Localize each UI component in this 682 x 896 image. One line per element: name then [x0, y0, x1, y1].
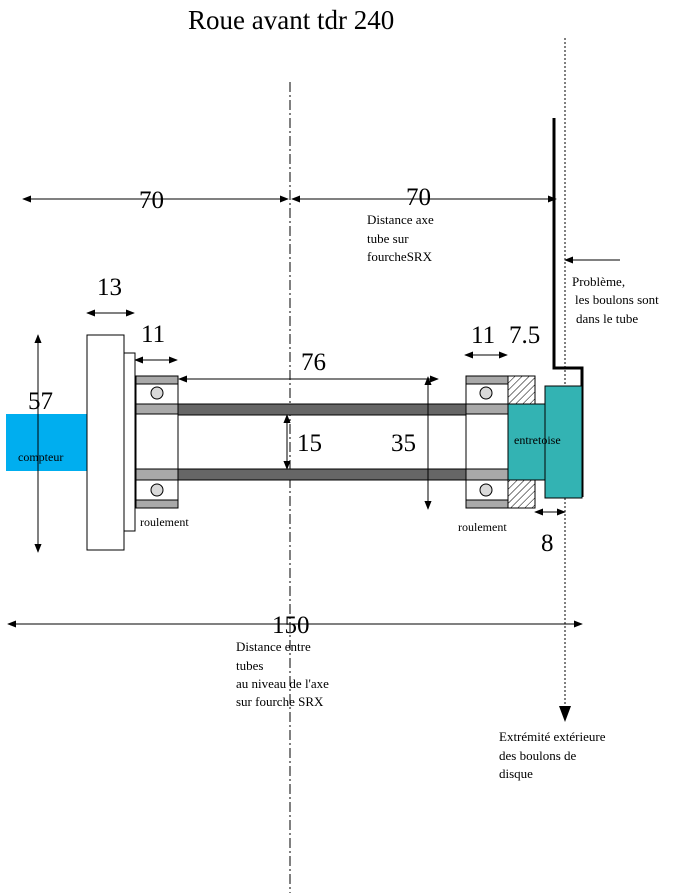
roulement-right-label: roulement: [458, 520, 507, 534]
dim-13-label: 13: [97, 274, 122, 301]
dim-76-label: 76: [301, 349, 326, 376]
hub-flange: [86, 334, 125, 551]
note-distance-axe-line-1: Distance axe: [367, 212, 434, 227]
note-distance-axe-line-3: fourcheSRX: [367, 249, 433, 264]
note-extremite-line-3: disque: [499, 766, 533, 781]
bearing-ball-icon: [479, 386, 493, 400]
note-distance-entre-line-4: sur fourche SRX: [236, 694, 324, 709]
note-extremite-line-1: Extrémité extérieure: [499, 729, 606, 744]
bearing-ball-icon: [479, 483, 493, 497]
note-extremite: Extrémité extérieure des boulons de disq…: [499, 729, 609, 781]
note-probleme: Problème, les boulons sont dans le tube: [572, 274, 662, 326]
seal-bottom: [507, 479, 536, 509]
roulement-left-label: roulement: [140, 515, 189, 529]
bearing-left: [135, 375, 179, 509]
dim-8-label: 8: [541, 530, 554, 557]
dim-70-left-label: 70: [139, 187, 164, 214]
note-distance-entre-line-3: au niveau de l'axe: [236, 676, 329, 691]
dim-11-left-label: 11: [141, 321, 165, 348]
entretoise-label: entretoise: [514, 433, 561, 447]
compteur-label: compteur: [18, 450, 63, 464]
note-probleme-line-3: dans le tube: [576, 311, 638, 326]
bearing-ball-icon: [150, 386, 164, 400]
note-distance-axe-line-2: tube sur: [367, 231, 409, 246]
bearing-ball-icon: [150, 483, 164, 497]
axle-tube-bottom-wall: [177, 468, 467, 481]
note-distance-entre-line-1: Distance entre: [236, 639, 311, 654]
entretoise-collar: [544, 385, 583, 499]
note-probleme-line-1: Problème,: [572, 274, 625, 289]
dim-11-right-label: 11: [471, 322, 495, 349]
entretoise-body: [507, 403, 546, 481]
dim-70-right-label: 70: [406, 184, 431, 211]
note-distance-entre: Distance entre tubes au niveau de l'axe …: [236, 639, 332, 709]
washer: [123, 352, 136, 532]
diagram-title: Roue avant tdr 240: [188, 5, 394, 35]
dim-57-label: 57: [28, 388, 53, 415]
note-extremite-line-2: des boulons de: [499, 748, 577, 763]
note-distance-axe: Distance axe tube sur fourcheSRX: [367, 212, 437, 264]
extremite-arrow: [559, 706, 571, 722]
dim-15-label: 15: [297, 430, 322, 457]
seal-top: [507, 375, 536, 405]
note-probleme-line-2: les boulons sont: [575, 292, 659, 307]
axle-tube-top-wall: [177, 403, 467, 416]
bearing-right: [465, 375, 509, 509]
dim-35-label: 35: [391, 430, 416, 457]
note-distance-entre-line-2: tubes: [236, 658, 263, 673]
dim-7-5-label: 7.5: [509, 322, 540, 349]
dim-150-label: 150: [272, 612, 310, 639]
